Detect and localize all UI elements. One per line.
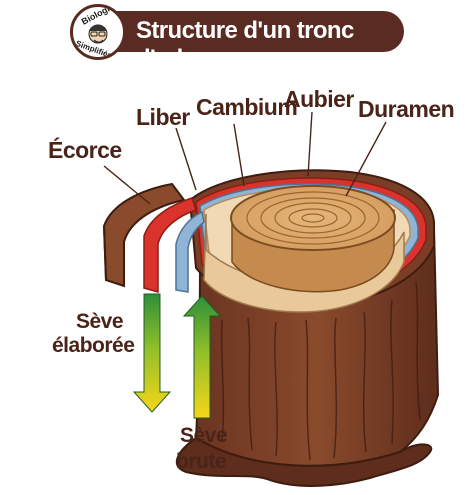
label-seve-elaboree-line2: élaborée [52, 334, 135, 357]
label-seve-brute-line1: Sève [180, 424, 228, 447]
label-duramen: Duramen [358, 96, 455, 122]
peeled-cambium-strip [175, 210, 205, 293]
label-cambium: Cambium [196, 94, 298, 120]
growth-rings [246, 191, 380, 245]
label-liber: Liber [136, 104, 190, 130]
peeled-bark-strip [102, 182, 186, 288]
leader-lines [103, 111, 387, 205]
logo-face-icon [88, 24, 108, 44]
sap-down-arrow [132, 293, 172, 413]
label-seve-elaboree-line1: Sève [76, 310, 124, 333]
biologie-simplifiee-logo: Biologie Simplifiée [70, 4, 126, 60]
label-seve-brute-line2: brute [176, 450, 227, 473]
trunk-base-roots [175, 436, 433, 487]
sap-up-arrow [182, 295, 222, 419]
heartwood-top [230, 185, 396, 251]
peeled-liber-strip [143, 197, 197, 293]
label-aubier: Aubier [284, 86, 354, 112]
label-ecorce: Écorce [48, 137, 122, 163]
page-title: Structure d'un tronc d'arbre [136, 17, 354, 72]
title-banner: Structure d'un tronc d'arbre [92, 11, 404, 72]
bark-texture [220, 281, 421, 461]
